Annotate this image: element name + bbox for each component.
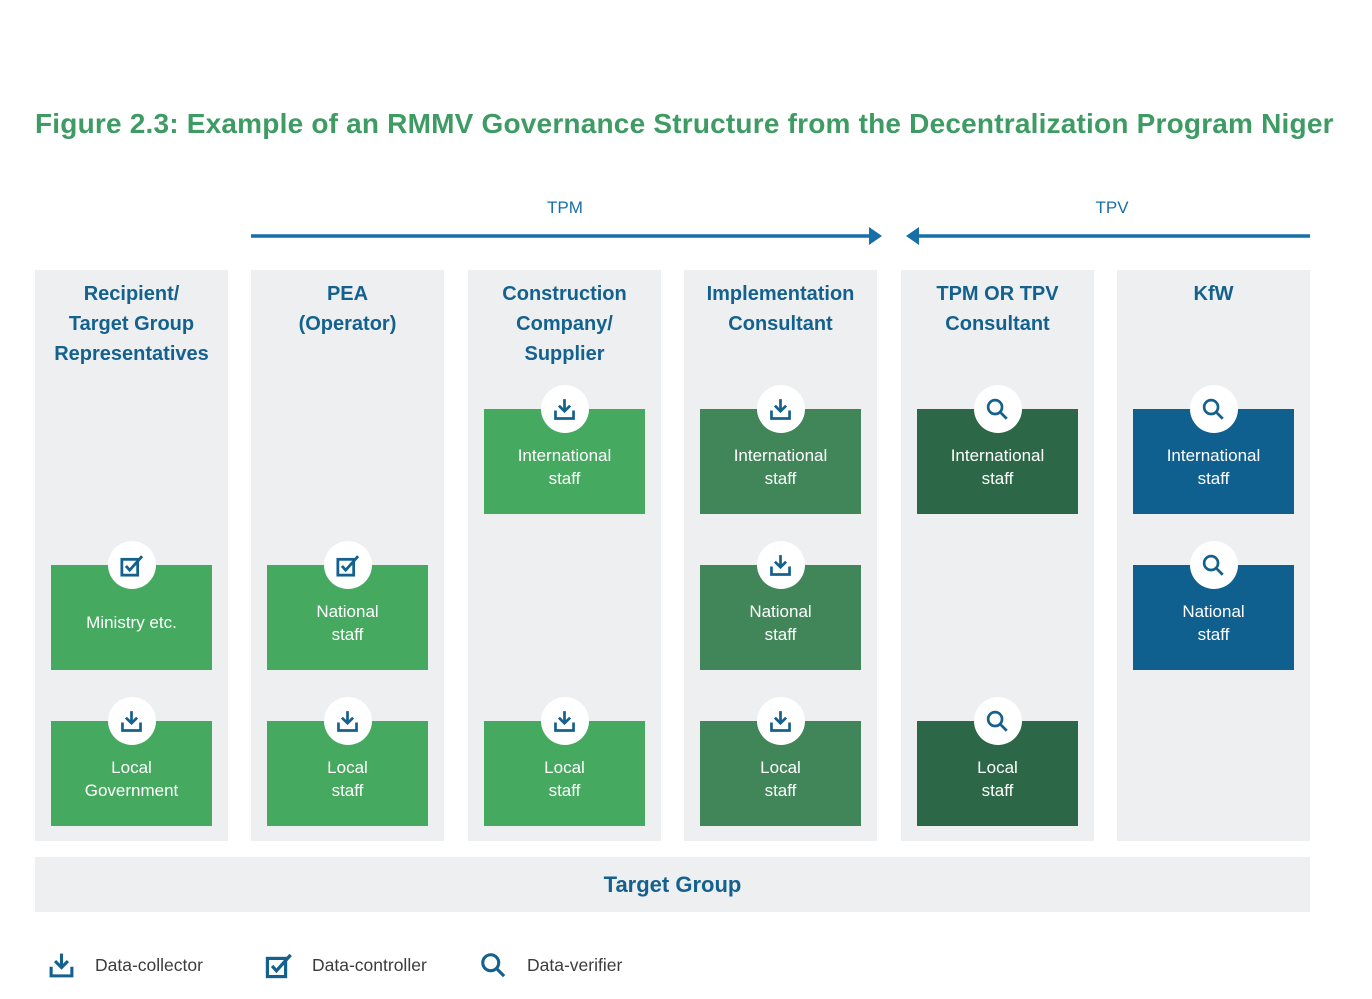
box-kfw-row2: National staff: [1133, 541, 1294, 670]
box-label: Ministry etc.: [86, 613, 177, 632]
target-group-bar: Target Group: [35, 857, 1310, 912]
verifier-icon-badge: [973, 697, 1022, 745]
legend-item-collector: Data-collector: [46, 940, 203, 990]
collector-icon-badge: [756, 541, 805, 589]
collector-icon-badge: [323, 697, 372, 745]
column-tpm-tpv-consultant: TPM OR TPV Consultant International staf…: [901, 270, 1094, 841]
column-header-recipient: Recipient/ Target Group Representatives: [54, 283, 209, 365]
box-construction-row1: International staff: [484, 385, 645, 514]
data-verifier-icon: [986, 710, 1008, 732]
data-controller-icon: [265, 953, 292, 978]
box-implementation-row2: National staff: [700, 541, 861, 670]
data-collector-icon: [49, 953, 74, 977]
box-kfw-row1: International staff: [1133, 385, 1294, 514]
collector-icon-badge: [540, 697, 589, 745]
data-verifier-icon: [986, 398, 1008, 420]
data-verifier-icon: [1202, 398, 1224, 420]
box-label: National staff: [316, 601, 379, 644]
column-construction: Construction Company/ Supplier Internati…: [468, 270, 661, 841]
box-label: Local staff: [544, 757, 585, 800]
legend-item-verifier: Data-verifier: [478, 940, 622, 990]
data-verifier-icon: [1202, 554, 1224, 576]
column-implementation: Implementation Consultant International …: [684, 270, 877, 841]
legend-label: Data-controller: [312, 954, 427, 975]
data-verifier-icon: [481, 952, 506, 977]
verifier-icon-badge: [1189, 385, 1238, 433]
box-label: National staff: [1182, 601, 1245, 644]
box-pea-row3: Local staff: [267, 697, 428, 826]
box-label: Local staff: [977, 757, 1018, 800]
tpv-arrow: [906, 227, 1310, 245]
box-recipient-row2: Ministry etc.: [51, 541, 212, 670]
legend-item-controller: Data-controller: [263, 940, 427, 990]
box-label: International staff: [517, 445, 612, 488]
box-label: Local Government: [84, 757, 179, 800]
data-collector-icon: [770, 398, 791, 420]
controller-icon-badge: [323, 541, 372, 589]
column-header-pea: PEA (Operator): [298, 283, 397, 335]
tpm-tpv-arrows: [251, 227, 1310, 245]
box-label: Local staff: [327, 757, 368, 800]
box-implementation-row1: International staff: [700, 385, 861, 514]
target-group-label: Target Group: [603, 871, 742, 897]
box-recipient-row3: Local Government: [51, 697, 212, 826]
legend: Data-collector Data-controller Data-veri…: [0, 940, 1372, 990]
column-pea: PEA (Operator) National staff Local staf…: [251, 270, 444, 841]
data-collector-icon: [770, 554, 791, 576]
tpv-label: TPV: [1095, 198, 1129, 217]
data-collector-icon: [770, 710, 791, 732]
collector-icon-badge: [756, 697, 805, 745]
box-label: International staff: [1166, 445, 1261, 488]
data-collector-icon: [554, 710, 575, 732]
controller-icon-badge: [107, 541, 156, 589]
column-header-construction: Construction Company/ Supplier: [502, 283, 627, 365]
column-recipient: Recipient/ Target Group Representatives …: [35, 270, 228, 841]
box-implementation-row3: Local staff: [700, 697, 861, 826]
verifier-icon-badge: [973, 385, 1022, 433]
collector-icon-badge: [107, 697, 156, 745]
collector-icon-badge: [540, 385, 589, 433]
page-title: Figure 2.3: Example of an RMMV Governanc…: [35, 108, 1334, 139]
data-controller-icon: [120, 554, 144, 577]
column-header-implementation: Implementation Consultant: [706, 283, 855, 335]
column-kfw: KfW International staff National staff: [1117, 270, 1310, 841]
box-label: International staff: [950, 445, 1045, 488]
box-label: Local staff: [760, 757, 801, 800]
tpv-arrowhead-icon: [906, 227, 919, 245]
data-controller-icon: [336, 554, 360, 577]
data-collector-icon: [554, 398, 575, 420]
tpm-arrow: [251, 227, 882, 245]
tpm-label: TPM: [547, 198, 583, 217]
box-tpm-tpv-consultant-row1: International staff: [917, 385, 1078, 514]
box-construction-row3: Local staff: [484, 697, 645, 826]
data-collector-icon: [121, 710, 142, 732]
collector-icon-badge: [756, 385, 805, 433]
column-header-kfw: KfW: [1193, 283, 1234, 305]
legend-label: Data-verifier: [527, 954, 623, 975]
verifier-icon-badge: [1189, 541, 1238, 589]
box-label: International staff: [733, 445, 828, 488]
box-label: National staff: [749, 601, 812, 644]
box-tpm-tpv-consultant-row3: Local staff: [917, 697, 1078, 826]
legend-label: Data-collector: [95, 954, 203, 975]
tpm-arrowhead-icon: [869, 227, 882, 245]
data-collector-icon: [337, 710, 358, 732]
box-pea-row2: National staff: [267, 541, 428, 670]
column-header-tpm-tpv-consultant: TPM OR TPV Consultant: [936, 283, 1059, 335]
